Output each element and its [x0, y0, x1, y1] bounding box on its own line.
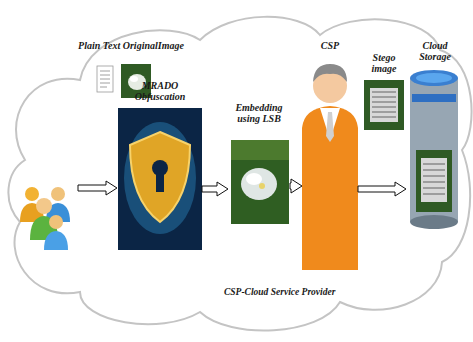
- provider-box: CSP: [302, 40, 358, 270]
- cloud-outline: [8, 17, 471, 331]
- storage-cylinder: [410, 70, 458, 229]
- embedding-image: [231, 140, 289, 224]
- flow-arrow: [202, 182, 228, 196]
- flow-arrow: [290, 179, 302, 193]
- node-label: CSP: [302, 40, 358, 51]
- arrow-shape: [202, 182, 228, 196]
- storage-box: Cloud Storage: [406, 40, 464, 224]
- arrow-shape: [290, 179, 302, 193]
- users-icon: [20, 187, 70, 250]
- flow-arrow: [78, 181, 117, 195]
- node-label: Cloud Storage: [406, 40, 464, 62]
- document-icon: [97, 66, 113, 92]
- arrow-shape: [358, 182, 406, 196]
- node-label: Plain Text OriginalImage: [68, 40, 194, 51]
- embedding-box: Embedding using LSB: [228, 102, 290, 225]
- flow-arrow: [358, 182, 406, 196]
- node-label: MRADO Obfuscation: [118, 80, 202, 102]
- node-label: Embedding using LSB: [228, 102, 290, 124]
- stego-box: Stego image: [362, 52, 406, 132]
- stego-image: [364, 80, 404, 130]
- service-provider-person: [302, 64, 358, 270]
- obfuscation-box: MRADO Obfuscation: [118, 80, 202, 250]
- node-label: Stego image: [362, 52, 406, 74]
- caption-note: CSP-Cloud Service Provider: [224, 287, 335, 297]
- obfuscation-shield: [118, 108, 202, 250]
